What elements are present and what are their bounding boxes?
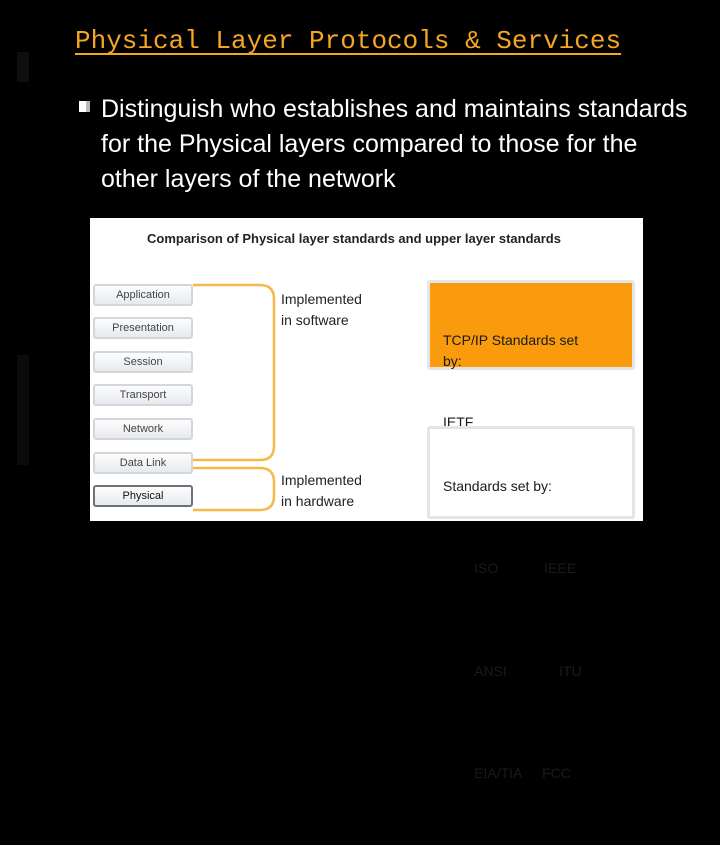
standards-org: ISO (474, 560, 499, 576)
physical-standards-box: Standards set by: ISO IEEE ANSI ITU EIA/TI… (427, 426, 635, 781)
layer-application: Application (93, 284, 193, 306)
tcpip-box-text: TCP/IP Standards set by: IETF (443, 289, 578, 474)
slide-title: Physical Layer Protocols & Services (75, 26, 622, 56)
physical-box-text: Standards set by: ISO IEEE ANSI ITU EIA/TI… (443, 435, 582, 845)
layer-network: Network (93, 418, 193, 440)
hardware-label: Implemented in hardware (281, 470, 362, 512)
figure-title: Comparison of Physical layer standards a… (147, 231, 561, 246)
hardware-label-text: Implemented in hardware (281, 472, 362, 509)
standards-org: EIA/TIA (474, 765, 523, 781)
software-label-text: Implemented in software (281, 291, 362, 328)
physical-box-title: Standards set by: (443, 478, 552, 494)
left-accent-bar (17, 52, 29, 82)
standards-row: ANSI ITU (443, 640, 582, 702)
layer-physical: Physical (93, 485, 193, 507)
tcpip-standards-box: TCP/IP Standards set by: IETF (427, 280, 635, 430)
software-label: Implemented in software (281, 289, 362, 331)
layer-data-link: Data Link (93, 452, 193, 474)
left-accent-bar-lower (17, 355, 29, 465)
layer-session: Session (93, 351, 193, 373)
standards-org: ITU (559, 662, 582, 679)
standards-org: IEEE (544, 560, 577, 576)
software-bracket (193, 283, 276, 462)
bullet-text: Distinguish who establishes and maintain… (101, 95, 688, 193)
standards-row: ISO IEEE (443, 538, 582, 600)
comparison-figure: Comparison of Physical layer standards a… (90, 218, 643, 781)
hardware-bracket (193, 466, 276, 512)
layer-presentation: Presentation (93, 317, 193, 339)
layer-bracket (193, 283, 276, 512)
tcpip-box-title: TCP/IP Standards set by: (443, 332, 579, 369)
standards-row: EIA/TIA FCC (443, 743, 582, 805)
layer-transport: Transport (93, 384, 193, 406)
standards-org: FCC (542, 765, 571, 781)
standards-org: ANSI (474, 662, 507, 679)
square-bullet-icon (79, 101, 90, 112)
